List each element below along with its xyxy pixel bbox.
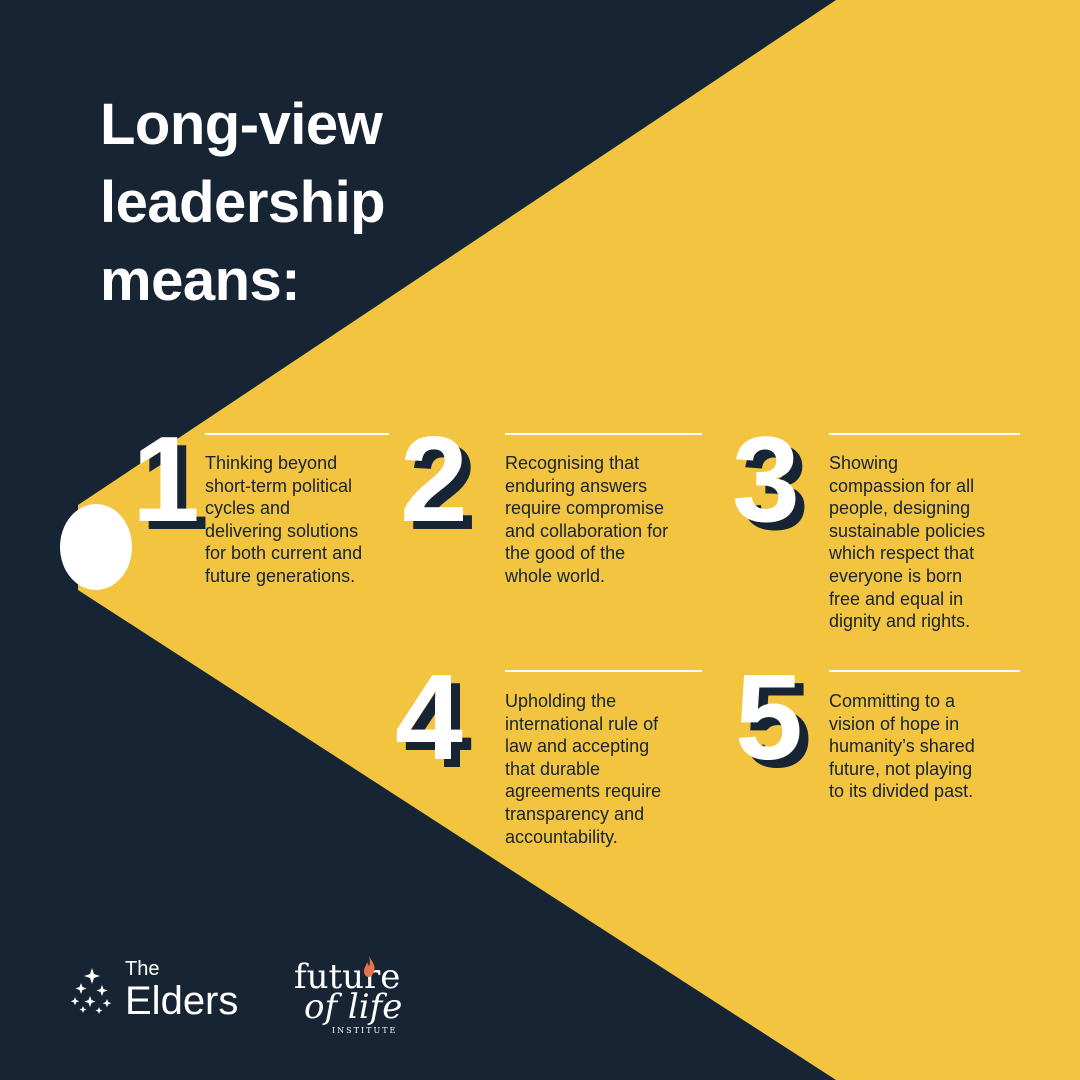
spotlight-lamp-icon (60, 504, 132, 590)
future-of-life-logo: future of life INSTITUTE (292, 956, 412, 1038)
principle-2-line-1: Recognising that (505, 453, 640, 473)
principle-text-5: Committing to a vision of hope in humani… (829, 690, 975, 803)
principle-3-line-8: dignity and rights. (829, 611, 971, 632)
principle-4-line-7: accountability. (505, 826, 618, 847)
elders-name-text: Elders (125, 979, 239, 1023)
principle-3-line-4: sustainable policies (829, 520, 986, 541)
principle-divider-5 (829, 670, 1020, 672)
principle-text-3: Showing compassion for all people, desig… (829, 452, 985, 633)
yellow-light-beam (78, 0, 1080, 1080)
principle-2-line-4: and collaboration for (505, 520, 669, 541)
principle-5-line-2: vision of hope in (829, 713, 960, 734)
principle-text-4: Upholding the international rule of law … (505, 690, 661, 848)
fli-line-2: of life (304, 987, 403, 1027)
principle-divider-4 (505, 670, 702, 672)
principle-5-line-5: to its divided past. (829, 781, 974, 802)
principle-1-line-3: cycles and (205, 498, 291, 519)
principle-5-line-4: future, not playing (829, 758, 973, 779)
principle-number-3: 3 (732, 411, 800, 547)
stars-icon (70, 968, 112, 1014)
principle-1-line-6: future generations. (205, 565, 356, 586)
title-line-3: means: (100, 248, 301, 313)
principle-text-1: Thinking beyond short-term political cyc… (205, 452, 362, 588)
elders-the-text: The (125, 958, 160, 980)
principle-text-2: Recognising that enduring answers requir… (505, 452, 668, 588)
principle-3-line-1: Showing (829, 453, 899, 473)
page-title: Long-view leadership means: (100, 86, 386, 320)
principle-4-line-6: transparency and (505, 803, 645, 824)
principle-3-line-3: people, designing (829, 498, 971, 519)
title-line-1: Long-view (100, 92, 383, 157)
principle-4-line-4: that durable (505, 758, 601, 779)
principle-3-line-7: free and equal in (829, 588, 964, 609)
principle-number-1: 1 (132, 411, 200, 547)
principle-1-line-1: Thinking beyond (205, 453, 338, 473)
principle-2-line-3: require compromise (505, 498, 665, 519)
principle-4-line-1: Upholding the (505, 691, 617, 711)
principle-divider-3 (829, 433, 1020, 435)
principle-4-line-5: agreements require (505, 781, 662, 802)
principle-3-line-6: everyone is born (829, 565, 963, 586)
fli-institute-text: INSTITUTE (332, 1026, 398, 1035)
principle-2-line-6: whole world. (505, 565, 606, 586)
principle-3-line-2: compassion for all (829, 475, 975, 496)
title-line-2: leadership (100, 170, 386, 235)
principle-1-line-4: delivering solutions (205, 520, 359, 541)
principle-4-line-3: law and accepting (505, 736, 650, 757)
principle-5-line-1: Committing to a (829, 691, 956, 711)
principle-2-line-2: enduring answers (505, 475, 648, 496)
principle-number-2: 2 (400, 411, 468, 547)
principle-3-line-5: which respect that (829, 543, 975, 564)
principle-1-line-5: for both current and (205, 543, 363, 564)
principle-5-line-3: humanity’s shared (829, 736, 975, 757)
principle-divider-1 (205, 433, 389, 435)
principle-divider-2 (505, 433, 702, 435)
principle-2-line-5: the good of the (505, 543, 626, 564)
principle-4-line-2: international rule of (505, 713, 659, 734)
principle-1-line-2: short-term political (205, 475, 353, 496)
the-elders-logo: The Elders (70, 958, 270, 1028)
principle-number-5: 5 (735, 649, 803, 785)
fli-line-1: future (294, 957, 401, 997)
flame-icon (364, 956, 375, 977)
principle-number-4: 4 (395, 649, 463, 785)
